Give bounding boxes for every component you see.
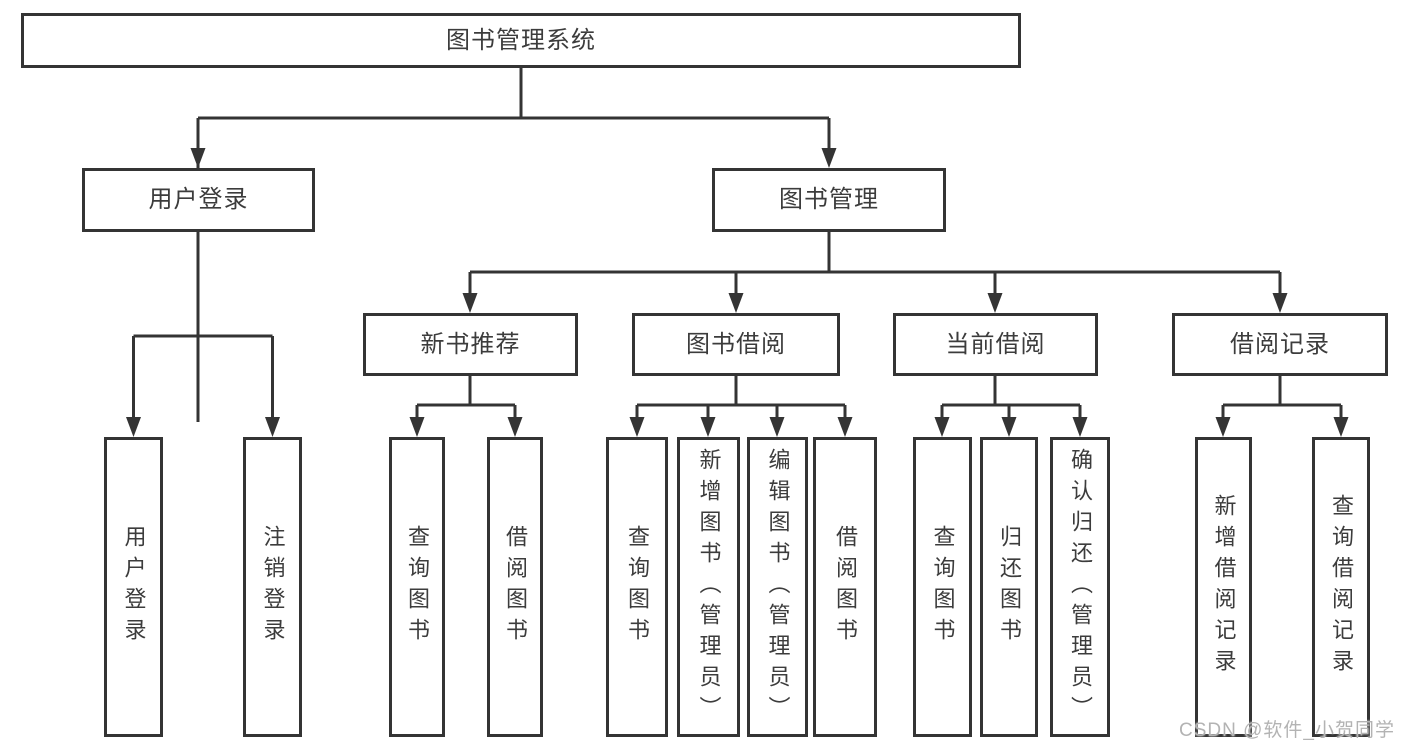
node-new-book-recommend: 新书推荐 bbox=[363, 313, 578, 376]
arrow-to-borrow bbox=[728, 293, 744, 313]
arrow-to-logout bbox=[265, 417, 280, 437]
arrow-to-mgmt-branch bbox=[821, 148, 837, 168]
connector-current-group bbox=[940, 376, 1082, 421]
node-return-books: 归还图书 bbox=[980, 437, 1038, 737]
arrow-to-login-branch bbox=[190, 148, 206, 168]
node-query-borrow-record: 查询借阅记录 bbox=[1312, 437, 1370, 737]
node-current-borrowing: 当前借阅 bbox=[893, 313, 1098, 376]
node-borrowing-records: 借阅记录 bbox=[1172, 313, 1388, 376]
node-logout-leaf: 注销登录 bbox=[243, 437, 302, 737]
arrow-to-rec-query bbox=[409, 417, 425, 437]
node-user-login-leaf: 用户登录 bbox=[104, 437, 163, 737]
arrow-to-newrec bbox=[462, 293, 478, 313]
arrow-to-bb-borrow bbox=[837, 417, 853, 437]
arrow-to-cb-confirm bbox=[1072, 417, 1088, 437]
node-edit-books-admin: 编辑图书（管理员） bbox=[747, 437, 808, 737]
node-query-books-under-borrowing: 查询图书 bbox=[606, 437, 668, 737]
arrowheads bbox=[126, 148, 1349, 437]
node-user-login-branch: 用户登录 bbox=[82, 168, 315, 232]
connector-borrow-group bbox=[635, 376, 847, 421]
node-add-borrow-record: 新增借阅记录 bbox=[1195, 437, 1252, 737]
arrow-to-current bbox=[987, 293, 1003, 313]
connector-newrec-group bbox=[415, 376, 517, 421]
arrow-to-login bbox=[126, 417, 141, 437]
arrow-to-rec-borrow bbox=[507, 417, 523, 437]
arrow-to-bb-edit bbox=[769, 417, 785, 437]
arrow-to-records bbox=[1272, 293, 1288, 313]
connector-root-to-branches bbox=[196, 68, 831, 422]
node-add-books-admin: 新增图书（管理员） bbox=[677, 437, 740, 737]
connector-login-group bbox=[132, 232, 274, 421]
node-query-books-under-recommend: 查询图书 bbox=[389, 437, 445, 737]
node-borrow-books-under-recommend: 借阅图书 bbox=[487, 437, 543, 737]
node-book-management-branch: 图书管理 bbox=[712, 168, 946, 232]
node-book-borrowing: 图书借阅 bbox=[632, 313, 840, 376]
arrow-to-bb-add bbox=[700, 417, 716, 437]
node-query-books-under-current: 查询图书 bbox=[913, 437, 972, 737]
node-borrow-books-under-borrowing: 借阅图书 bbox=[813, 437, 877, 737]
arrow-to-cb-return bbox=[1001, 417, 1017, 437]
node-confirm-return-admin: 确认归还（管理员） bbox=[1050, 437, 1110, 737]
connector-mgmt-group bbox=[468, 232, 1282, 297]
node-system-root: 图书管理系统 bbox=[21, 13, 1021, 68]
csdn-watermark: CSDN @软件_小贺同学 bbox=[1179, 720, 1395, 741]
arrow-to-bb-query bbox=[629, 417, 645, 437]
arrow-to-cb-query bbox=[934, 417, 950, 437]
arrow-to-br-query bbox=[1333, 417, 1349, 437]
connector-records-group bbox=[1221, 376, 1343, 421]
connector-lines bbox=[132, 68, 1343, 422]
arrow-to-br-add bbox=[1215, 417, 1231, 437]
